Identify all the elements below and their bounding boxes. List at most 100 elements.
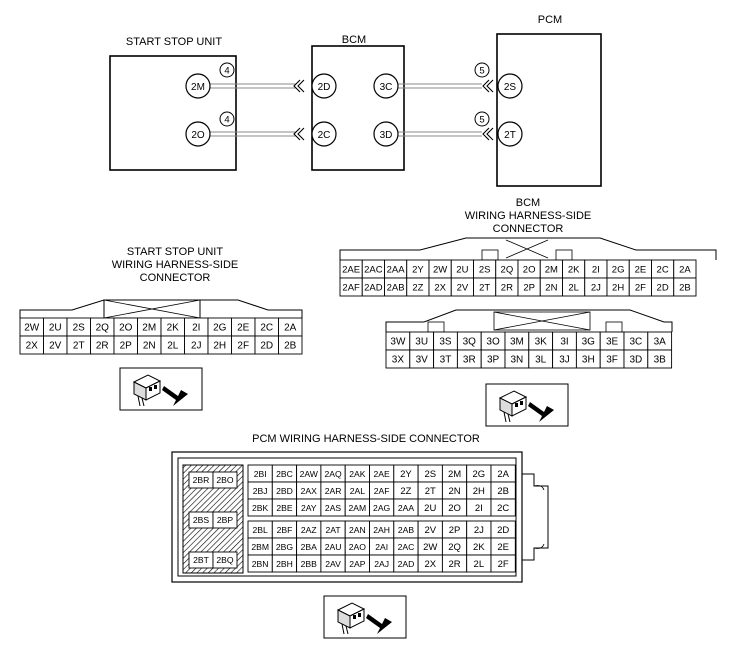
pcm-pin-label: 2BG (276, 542, 294, 552)
pcm-pin-label: 2BC (276, 469, 293, 479)
ssu-pin-cell (278, 335, 303, 355)
bcm-block1-pin-label: 2AE (342, 264, 360, 275)
pcm-pin-label: 2J (474, 525, 484, 536)
ssu-connector-title-line2: WIRING HARNESS-SIDE (111, 259, 239, 271)
bcm-block1-pin-label: 2L (568, 282, 579, 293)
pcm-pin-label: 2BF (277, 525, 293, 535)
pcm-pin-label: 2O (448, 503, 461, 514)
terminal-label: 2C (318, 130, 331, 141)
terminal-bcm-3d (373, 121, 399, 147)
pcm-pin-label: 2A (497, 469, 509, 480)
pcm-pin-label: 2AE (374, 469, 391, 479)
terminal-pcm-2t (497, 121, 523, 147)
bcm-block2-pin-label: 3X (392, 355, 405, 366)
bcm-connector-title-line1: BCM (515, 197, 541, 209)
pcm-left-pin-cell (212, 511, 238, 529)
bcm-label: BCM (341, 34, 367, 46)
pcm-pin-label: 2Z (400, 486, 411, 497)
bcm-block1-pin-label: 2P (523, 282, 535, 293)
pcm-pin-label: 2AX (301, 486, 318, 496)
pcm-pin-label: 2F (498, 559, 509, 570)
terminal-label: 2D (318, 82, 331, 93)
pcm-pin-label: 2AJ (374, 559, 389, 569)
bcm-block2-pin-label: 3P (487, 355, 500, 366)
bcm-block2-pin-label: 3J (559, 355, 570, 366)
bcm-block1-pin-label: 2A (679, 264, 691, 275)
pcm-view-icon (323, 595, 407, 639)
ssu-pin-label: 2H (213, 341, 226, 352)
ssu-connector-title: START STOP UNIT WIRING HARNESS-SIDE CONN… (70, 246, 280, 285)
terminal-label: 2T (504, 130, 516, 141)
ssu-pin-label: 2X (26, 341, 39, 352)
pcm-pin-label: 2T (425, 486, 436, 497)
pcm-left-pin-label: 2BO (216, 475, 234, 485)
pcm-pin-label: 2AP (349, 559, 366, 569)
bcm-block1-pin-label: 2W (433, 264, 447, 275)
pcm-pin-label: 2BJ (253, 486, 268, 496)
pcm-pin-label: 2AH (373, 525, 390, 535)
bcm-connector-title: BCM WIRING HARNESS-SIDE CONNECTOR (423, 197, 633, 236)
bcm-block1-pin-label: 2AD (364, 282, 383, 293)
connector-ref-number: 4 (224, 115, 229, 126)
ssu-pin-label: 2P (120, 341, 133, 352)
terminal-label: 2M (191, 82, 205, 93)
ssu-view-icon (119, 367, 203, 411)
pcm-pin-label: 2AA (398, 503, 415, 513)
pcm-pin-label: 2AG (373, 503, 391, 513)
bcm-view-icon (485, 383, 569, 427)
bcm-block1-pin-label: 2D (657, 282, 669, 293)
pcm-pin-label: 2G (473, 469, 486, 480)
connector-ref-marker (219, 62, 235, 78)
bcm-connector-title-line3: CONNECTOR (492, 223, 564, 235)
bcm-block1-pin-label: 2Z (412, 282, 423, 293)
pcm-pin-label: 2AQ (324, 469, 342, 479)
bcm-block2-pin-label: 3V (416, 355, 429, 366)
pcm-pin-label: 2I (475, 503, 483, 514)
bcm-block1-pin-label: 2M (545, 264, 558, 275)
ssu-pin-label: 2I (192, 323, 200, 334)
pcm-pin-label: 2L (474, 559, 485, 570)
bcm-block2-pin-label: 3C (630, 337, 643, 348)
bcm-block2-pin-label: 3R (463, 355, 476, 366)
bcm-block2-pin-label: 3K (535, 337, 548, 348)
terminal-label: 2O (191, 130, 205, 141)
bcm-block2-pin-label: 3H (582, 355, 595, 366)
pcm-label: PCM (537, 14, 563, 26)
pcm-pin-label: 2BB (301, 559, 318, 569)
bcm-block2-pin-label: 3E (606, 337, 619, 348)
pcm-left-pin-label: 2BS (193, 515, 210, 525)
bcm-block1-pin-label: 2AB (387, 282, 405, 293)
bcm-block1-pin-label: 2O (523, 264, 536, 275)
ssu-pin-label: 2O (119, 323, 133, 334)
pcm-left-pin-cell (212, 471, 238, 489)
pcm-pin-label: 2AL (350, 486, 366, 496)
bcm-block2-pin-label: 3D (630, 355, 643, 366)
start-stop-unit-box (109, 55, 237, 171)
pcm-pin-label: 2BH (276, 559, 293, 569)
pcm-pin-label: 2AO (349, 542, 367, 552)
bcm-block1-pin-label: 2H (612, 282, 624, 293)
bcm-block1-pin-label: 2Y (412, 264, 424, 275)
bcm-block2-pin-label: 3G (582, 337, 596, 348)
chevron-icon (482, 79, 494, 93)
bcm-block1-pin-label: 2G (612, 264, 625, 275)
start-stop-unit-label: START STOP UNIT (125, 36, 223, 48)
bcm-block2-pin-label: 3M (510, 337, 524, 348)
bcm-block2-pin-cell (647, 349, 673, 369)
ssu-connector-latch (19, 299, 303, 318)
pcm-pin-label: 2BE (276, 503, 293, 513)
bcm-block2-pin-label: 3O (486, 337, 500, 348)
ssu-pin-label: 2F (237, 341, 249, 352)
pcm-pin-label: 2BM (251, 542, 269, 552)
bcm-box (311, 45, 405, 171)
pcm-pin-label: 2K (473, 542, 485, 553)
bcm-block2-pin-label: 3S (439, 337, 452, 348)
ssu-pin-label: 2R (96, 341, 109, 352)
ssu-pin-label: 2U (49, 323, 62, 334)
pcm-pin-label: 2BD (276, 486, 293, 496)
pcm-left-pin-cell (212, 551, 238, 569)
